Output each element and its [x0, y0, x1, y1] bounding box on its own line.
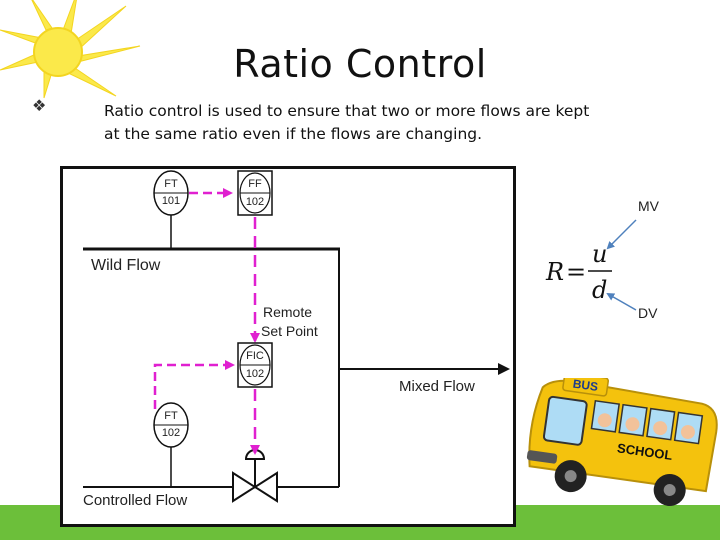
- control-valve-body-right: [253, 471, 278, 503]
- ft101-tag: FT: [164, 178, 178, 190]
- equation-arrows: [606, 219, 637, 311]
- equation-numerator: u: [592, 240, 607, 268]
- bus-hubcap-rear: [663, 484, 676, 497]
- equation-equals: =: [566, 258, 586, 286]
- fic102-instrument: FIC 102: [237, 342, 273, 388]
- child-face: [653, 421, 668, 436]
- ff102-instrument: FF 102: [237, 170, 273, 216]
- fic102-tag: FIC: [246, 350, 264, 362]
- fic102-number: 102: [246, 368, 264, 380]
- pid-diagram: FT 101 FF 102 FIC 102 FT 102 Wild Flow R…: [83, 170, 510, 509]
- pid-diagram-frame: FT 101 FF 102 FIC 102 FT 102 Wild Flow R…: [60, 166, 516, 527]
- control-valve-body-left: [232, 471, 257, 503]
- bus-hubcap-front: [564, 470, 577, 483]
- remote-set-point-label-line2: Set Point: [261, 323, 318, 339]
- ratio-equation: R = u d: [545, 240, 612, 304]
- ff102-tag: FF: [248, 178, 262, 190]
- dv-arrow: [606, 293, 637, 311]
- school-bus-decoration: BUS SCHOOL: [526, 378, 718, 507]
- bus-sign-text: BUS: [572, 378, 599, 394]
- controlled-flow-label: Controlled Flow: [83, 492, 187, 509]
- child-face: [680, 424, 695, 439]
- mixed-flow-label: Mixed Flow: [399, 378, 475, 395]
- ft102-instrument: FT 102: [153, 402, 189, 448]
- sun-decoration: [0, 0, 141, 99]
- dv-label: DV: [638, 305, 658, 321]
- child-face: [597, 413, 612, 428]
- ff102-number: 102: [246, 196, 264, 208]
- ft102-tag: FT: [164, 410, 178, 422]
- bus-windshield: [542, 395, 588, 446]
- mv-arrow: [606, 219, 637, 250]
- equation-denominator: d: [592, 276, 607, 304]
- diamond-bullet-icon: ❖: [32, 98, 47, 115]
- slide-title: Ratio Control: [233, 42, 487, 86]
- bullet-text: Ratio control is used to ensure that two…: [104, 102, 590, 143]
- equation-lhs: R: [545, 258, 564, 286]
- ft101-number: 101: [162, 195, 180, 207]
- sun-disc: [33, 27, 83, 77]
- bus-sign: [562, 378, 609, 397]
- signal-ft102-to-fic102: [153, 360, 235, 409]
- sun-ray: [31, 0, 53, 31]
- ft101-instrument: FT 101: [153, 170, 189, 216]
- remote-set-point-label-line1: Remote: [263, 304, 312, 320]
- bus-bumper: [526, 450, 558, 464]
- ft102-number: 102: [162, 427, 180, 439]
- mv-label: MV: [638, 198, 659, 214]
- child-face: [625, 417, 640, 432]
- wild-flow-label: Wild Flow: [91, 257, 161, 274]
